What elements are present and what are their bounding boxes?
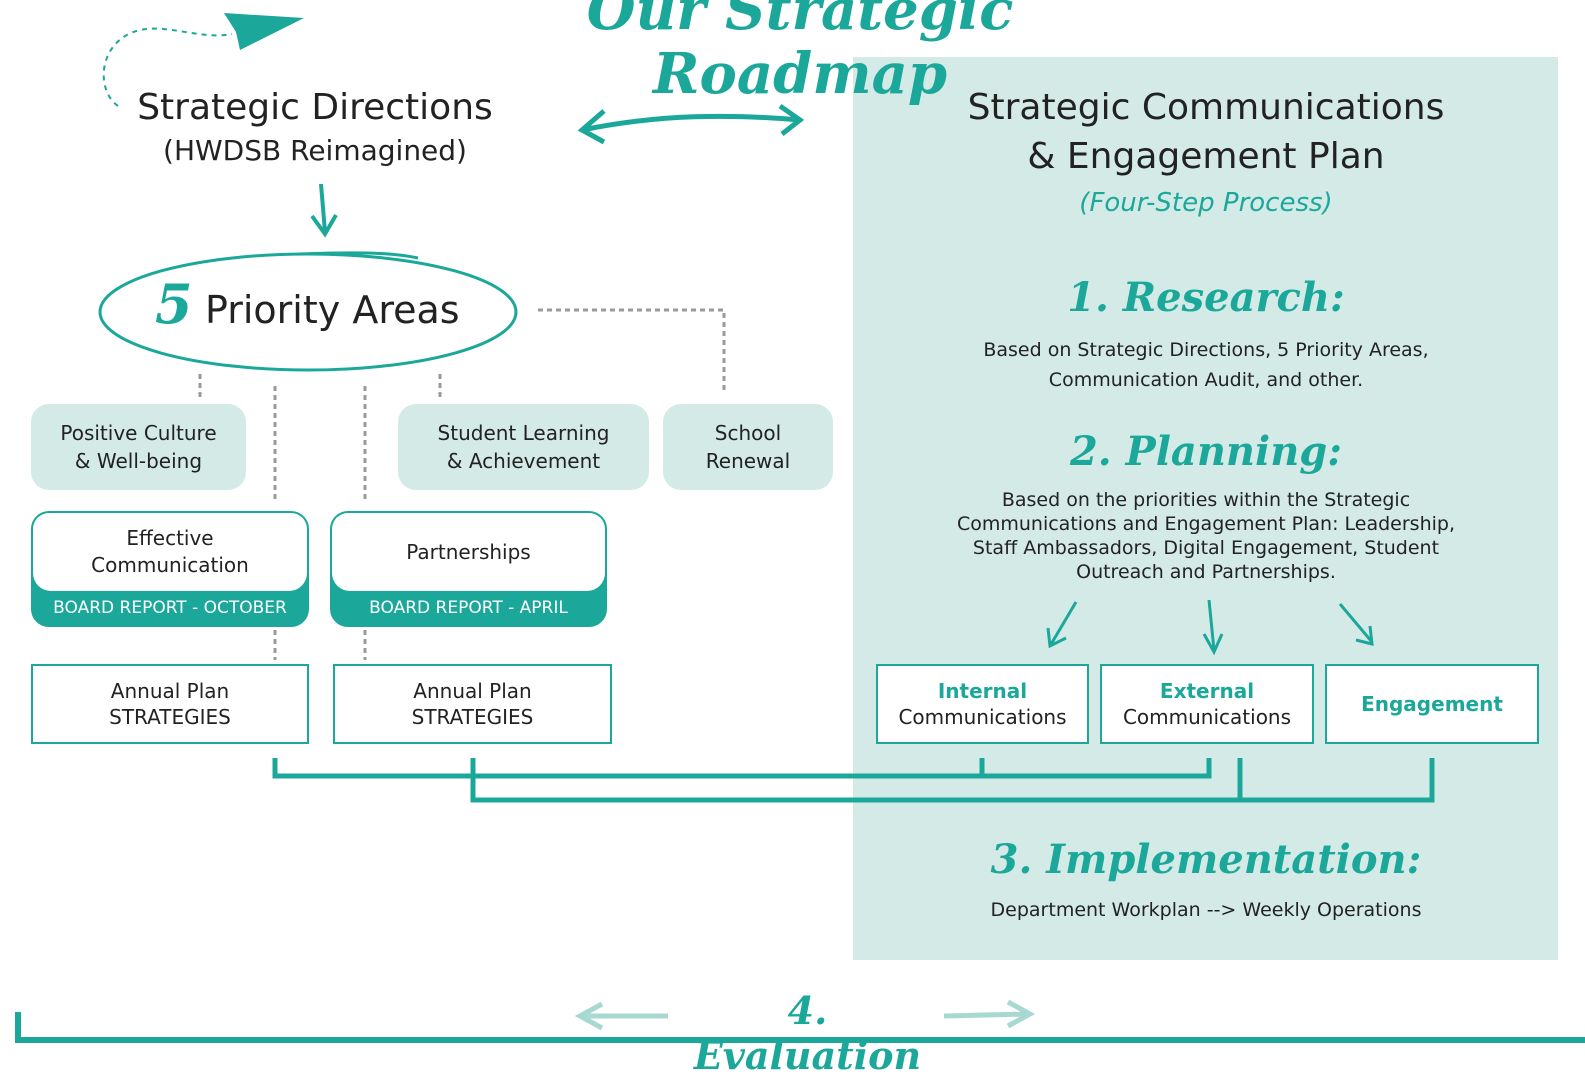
pill-line2: Renewal [705, 449, 791, 473]
research-line2: Communication Audit, and other. [1048, 369, 1364, 391]
planning-arrows [1046, 599, 1374, 656]
comm-box-line2: Communications [898, 705, 1067, 729]
priority-label: Priority Areas [205, 288, 460, 332]
report-card-partnerships: Partnerships BOARD REPORT - APRIL [330, 511, 607, 627]
external-communications-box: External Communications [1100, 664, 1314, 744]
board-report-october: BOARD REPORT - OCTOBER [53, 598, 287, 618]
connector-lines [15, 13, 1585, 1043]
annual-plan-line2: STRATEGIES [109, 705, 231, 729]
communications-panel [853, 57, 1558, 960]
annual-plan-box-1: Annual Plan STRATEGIES [31, 664, 309, 744]
paper-plane-trail [102, 27, 233, 107]
comm-box-strong: Internal [937, 679, 1028, 703]
planning-text: Based on the priorities within the Strat… [870, 488, 1542, 584]
strategic-directions-heading: Strategic Directions [137, 87, 493, 128]
engagement-box: Engagement [1325, 664, 1539, 744]
implementation-text: Department Workplan --> Weekly Operation… [990, 899, 1422, 921]
comm-box-strong: Engagement [1361, 692, 1503, 716]
pill-line1: School [714, 421, 782, 445]
double-arrow-icon [581, 113, 801, 133]
annual-plan-box-2: Annual Plan STRATEGIES [333, 664, 612, 744]
priority-item-positive-culture: Positive Culture & Well-being [31, 404, 246, 490]
priority-number: 5 [155, 272, 193, 336]
card-line1: Partnerships [406, 539, 531, 564]
comms-plan-heading-line2: & Engagement Plan [1027, 136, 1385, 177]
planning-title: 2. Planning: [1069, 428, 1343, 475]
research-line1: Based on Strategic Directions, 5 Priorit… [983, 339, 1429, 361]
research-title: 1. Research: [1067, 274, 1345, 321]
research-text: Based on Strategic Directions, 5 Priorit… [870, 335, 1542, 395]
down-arrow-icon [319, 183, 327, 233]
planning-line3: Staff Ambassadors, Digital Engagement, S… [972, 537, 1440, 559]
board-report-april: BOARD REPORT - APRIL [369, 598, 568, 618]
comm-box-line2: Communications [1122, 705, 1292, 729]
page-title: Our Strategic Roadmap [586, 0, 1014, 107]
planning-line4: Outreach and Partnerships. [1076, 561, 1336, 583]
comm-box-strong: External [1159, 679, 1255, 703]
pill-line1: Positive Culture [60, 421, 217, 445]
pill-line1: Student Learning [437, 421, 610, 445]
planning-line1: Based on the priorities within the Strat… [1001, 489, 1411, 511]
internal-communications-box: Internal Communications [876, 664, 1089, 744]
card-line1: Effective [126, 526, 214, 550]
strategic-directions-subheading: (HWDSB Reimagined) [163, 134, 467, 167]
dotted-connectors [198, 308, 726, 660]
implementation-title: 3. Implementation: [990, 836, 1422, 883]
priority-item-student-learning: Student Learning & Achievement [398, 404, 649, 490]
four-step-process: (Four-Step Process) [1079, 188, 1333, 218]
evaluation-title: 4. Evaluation [693, 988, 922, 1078]
paper-plane-icon [224, 13, 304, 50]
annual-plan-line1: Annual Plan [413, 679, 532, 703]
pill-line2: & Well-being [74, 449, 203, 473]
comms-plan-heading-line1: Strategic Communications [967, 87, 1445, 128]
annual-plan-line1: Annual Plan [110, 679, 230, 703]
evaluation-arrows [574, 999, 1036, 1031]
bracket-connectors [272, 758, 1435, 803]
priority-areas-label: 5 Priority Areas [155, 272, 475, 352]
annual-plan-line2: STRATEGIES [411, 705, 534, 729]
planning-line2: Communications and Engagement Plan: Lead… [956, 513, 1456, 535]
card-line2: Communication [91, 553, 249, 577]
bottom-bracket [15, 1012, 1585, 1043]
pill-line2: & Achievement [446, 449, 601, 473]
